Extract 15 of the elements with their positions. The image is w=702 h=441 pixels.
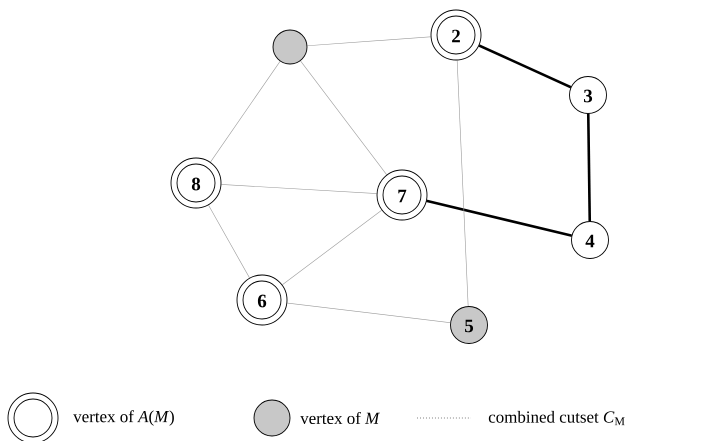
legend-label: vertex of A(M) <box>73 410 174 426</box>
edge-line <box>586 114 592 222</box>
edge-line <box>456 60 468 306</box>
edge-line <box>282 210 382 286</box>
edge-line <box>300 60 387 175</box>
edge-line <box>307 36 431 46</box>
edge-line <box>426 200 572 237</box>
edge-line <box>286 302 450 324</box>
vertex-circle <box>272 30 308 64</box>
edge-line <box>210 61 280 162</box>
edge-line <box>208 204 250 278</box>
edge-line <box>478 44 572 88</box>
legend-label: combined cutset C$_{M}$ <box>488 410 625 426</box>
legend-label: vertex of M <box>300 412 380 424</box>
edge-line <box>221 184 377 194</box>
